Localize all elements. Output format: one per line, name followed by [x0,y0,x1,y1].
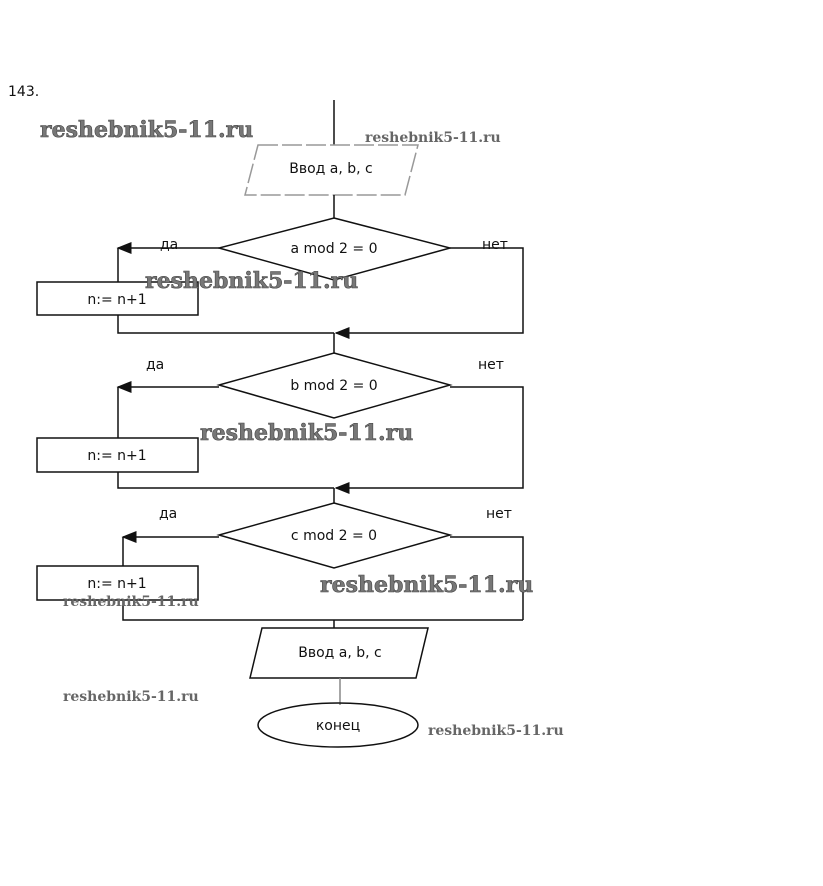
input-text: Ввод a, b, c [289,161,373,177]
yes-path-1 [117,248,334,334]
no-arrow-2 [334,386,524,494]
yes-path-2 [117,387,334,489]
condition-1-text: a mod 2 = 0 [290,241,377,257]
end-block [257,702,419,748]
condition-2 [216,352,453,419]
condition-2-text: b mod 2 = 0 [290,378,377,394]
watermark: reshebnik5-11.ru [200,420,413,446]
watermark: reshebnik5-11.ru [40,117,253,143]
no-arrow-1 [334,247,524,339]
watermark: reshebnik5-11.ru [428,723,564,739]
action-block-1 [36,281,199,316]
action-3-text: n:= n+1 [87,576,146,592]
end-text: конец [316,718,360,734]
condition-3 [216,502,453,569]
condition-3-text: c mod 2 = 0 [291,528,377,544]
watermark: reshebnik5-11.ru [365,130,501,146]
yes-label-1: да [160,237,178,253]
condition-1 [216,217,453,281]
watermark: reshebnik5-11.ru [63,689,199,705]
no-label-1: нет [482,237,508,253]
action-block-3 [36,565,199,601]
action-1-text: n:= n+1 [87,292,146,308]
action-2-text: n:= n+1 [87,448,146,464]
output-block [249,627,429,679]
watermark: reshebnik5-11.ru [320,572,533,598]
yes-path-3 [122,537,523,621]
action-block-2 [36,437,199,473]
no-label-2: нет [478,357,504,373]
yes-label-2: да [146,357,164,373]
output-text: Ввод a, b, c [298,645,382,661]
problem-number: 143. [8,84,39,100]
input-block [244,144,419,196]
no-label-3: нет [486,506,512,522]
yes-label-3: да [159,506,177,522]
watermark: reshebnik5-11.ru [63,594,199,610]
watermark: reshebnik5-11.ru [145,268,358,294]
no-path-3 [450,536,524,620]
